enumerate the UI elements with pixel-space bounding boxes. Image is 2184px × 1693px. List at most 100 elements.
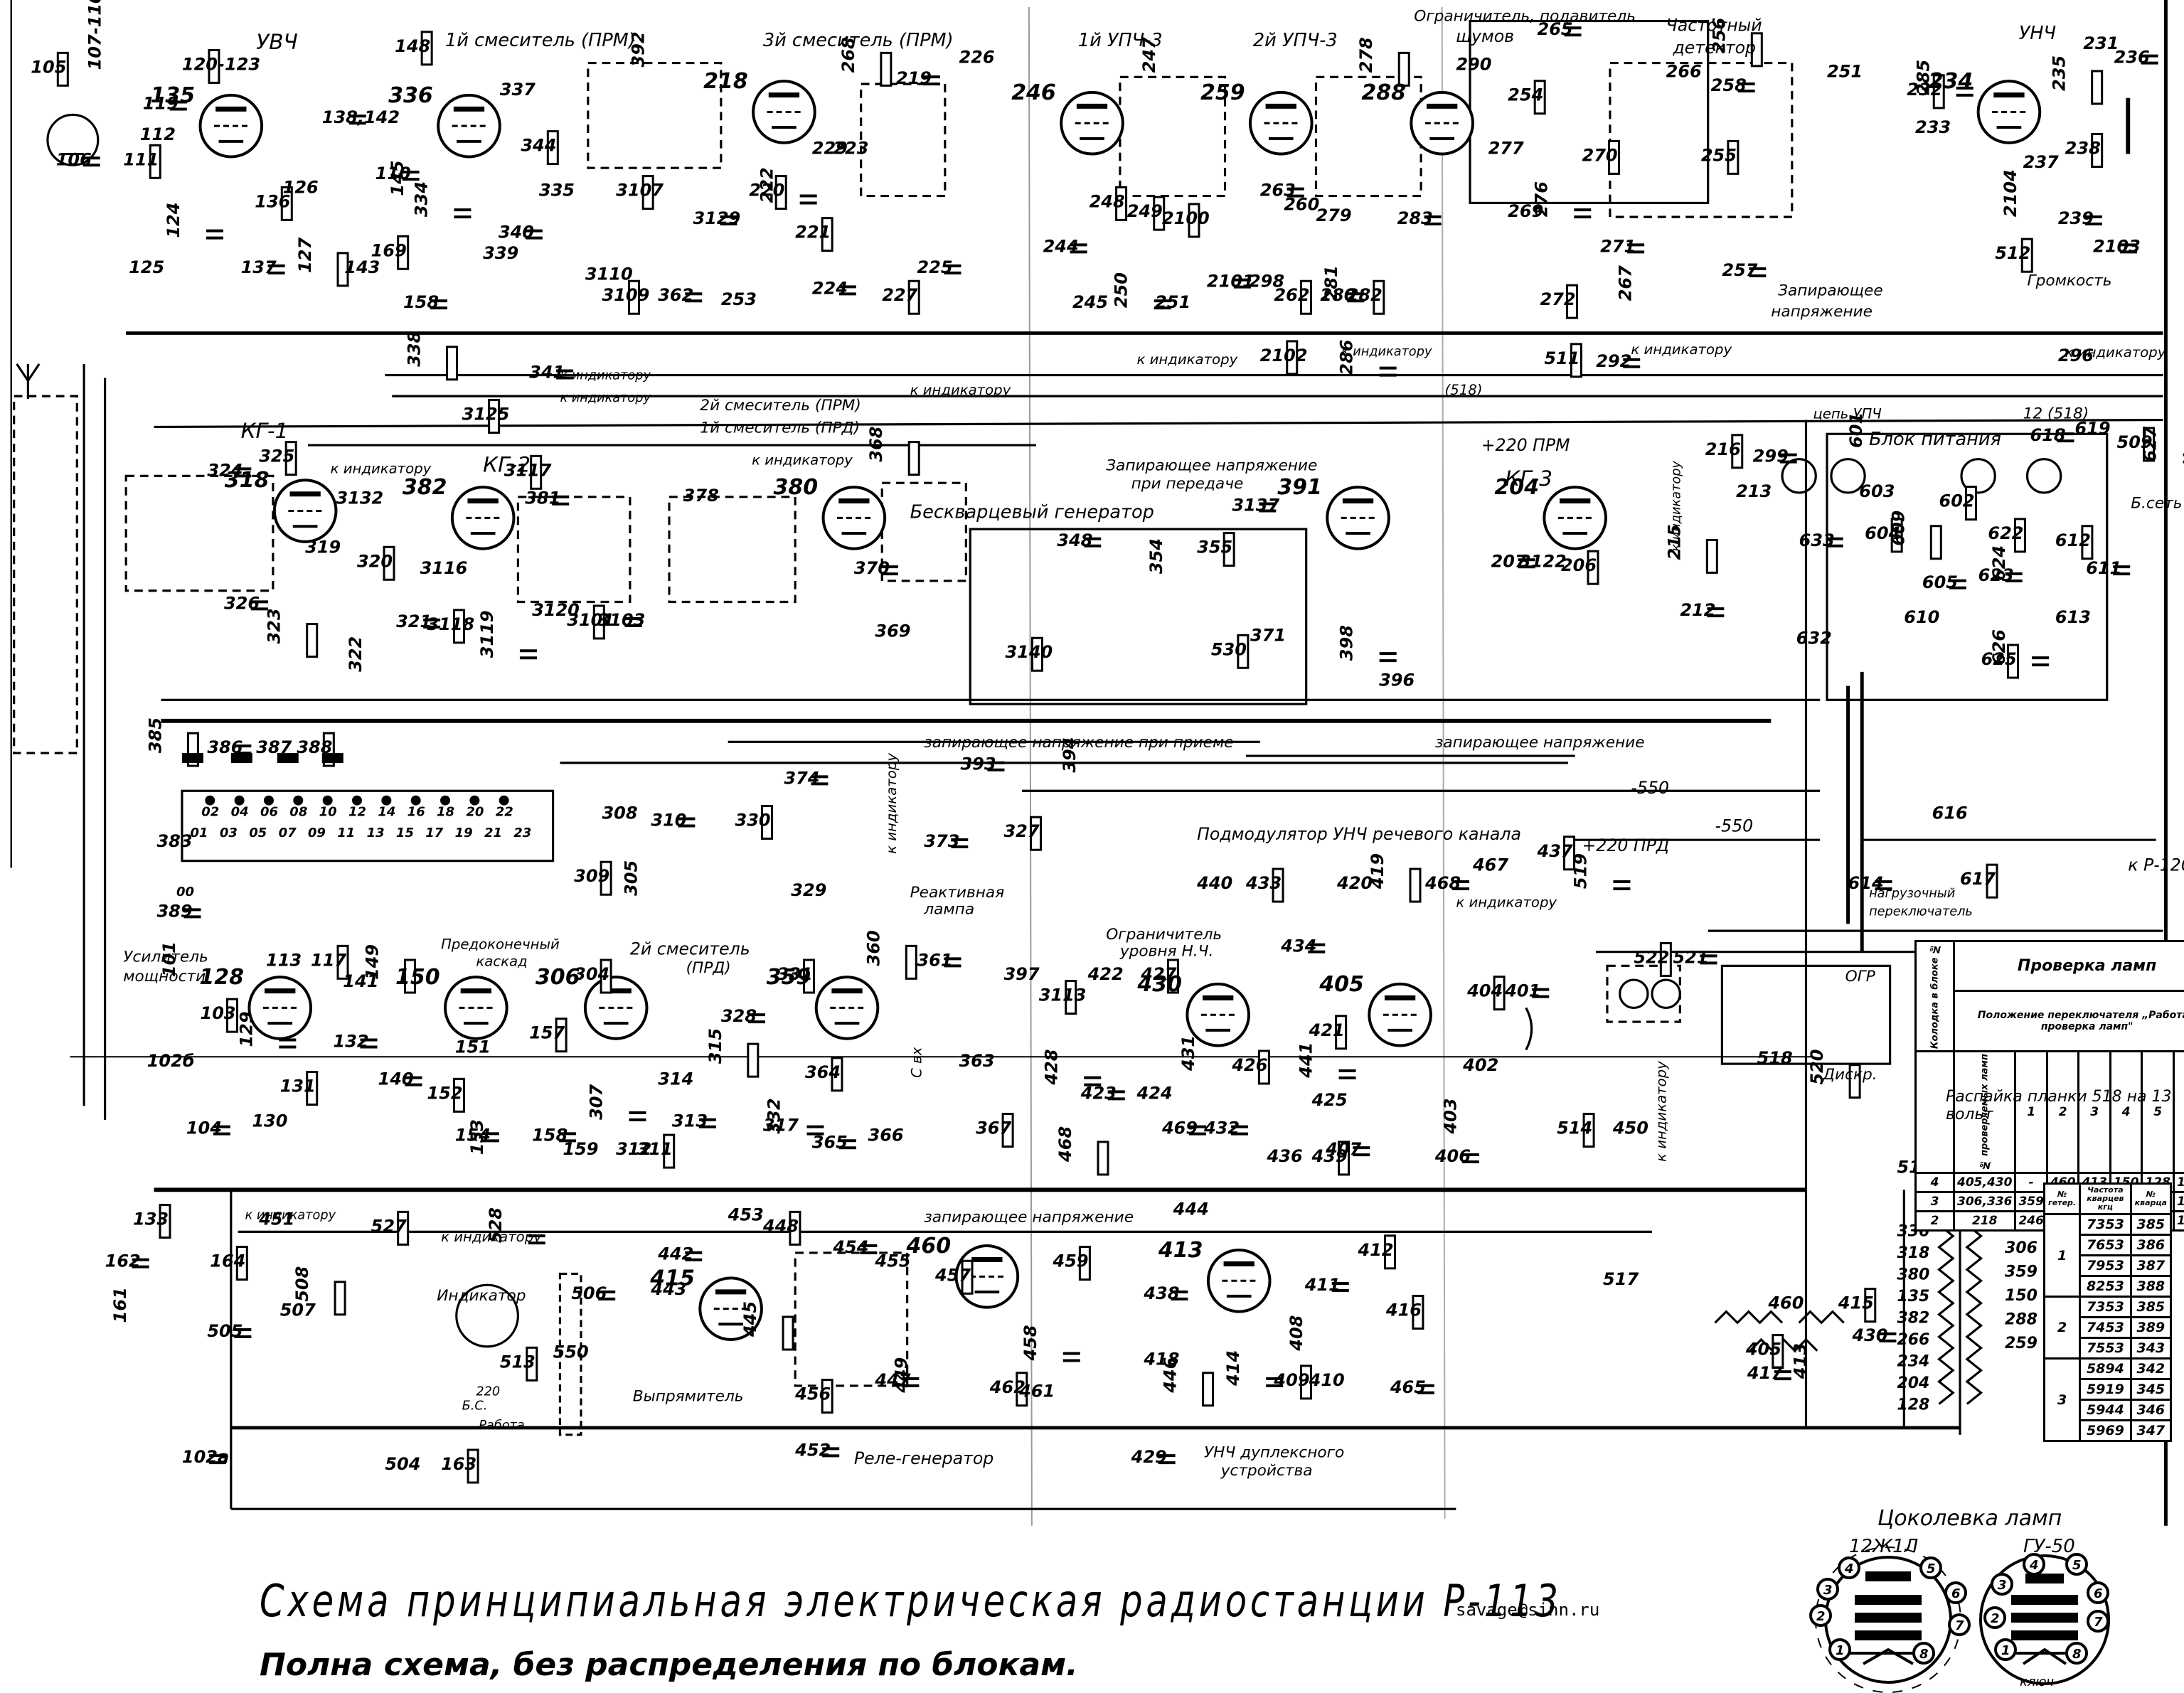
component-label: 622 xyxy=(1988,523,2023,543)
component-label: 465 xyxy=(1390,1377,1426,1397)
component-label: 106 xyxy=(56,149,92,169)
resistor-symbol xyxy=(1016,1372,1028,1407)
lamp-table-subtitle: Положение переключателя „Работа - провер… xyxy=(1952,989,2184,1053)
component-label: 326 xyxy=(224,593,260,613)
relay-contact-label: 128 xyxy=(1897,1396,1929,1414)
resistor-symbol xyxy=(831,1057,843,1092)
component-label: 401 xyxy=(1504,981,1540,1001)
component-label: 389 xyxy=(156,901,192,921)
component-label: 446 xyxy=(1161,1357,1181,1394)
vacuum-tube xyxy=(1206,1248,1272,1313)
block-label-um2: мощности xyxy=(123,968,206,986)
component-label: 102а xyxy=(182,1447,229,1467)
component-label: 298 xyxy=(1249,272,1284,292)
crystal-pin-label: 16 xyxy=(407,805,425,820)
pin-circle xyxy=(1838,1556,1860,1579)
block-label-nagr: нагрузочный xyxy=(1869,887,1955,901)
freq-table-header: № гетер. xyxy=(2042,1182,2082,1215)
relay-contact-label: 382 xyxy=(1897,1309,1929,1327)
component-label: 231 xyxy=(2083,33,2119,53)
indicator-meter xyxy=(455,1283,519,1348)
component-label: 260 xyxy=(1284,194,1319,214)
pin-number: 1 xyxy=(2001,1643,2010,1658)
component-label: 2103 xyxy=(2093,236,2141,256)
resistor-symbol xyxy=(1533,80,1546,115)
component-label: 327 xyxy=(1003,821,1039,841)
block-label-unchd2: устройства xyxy=(1220,1462,1313,1480)
crystal-socket xyxy=(205,795,215,806)
relay-contact-label: 359 xyxy=(2005,1263,2037,1281)
crystal-socket xyxy=(351,795,362,806)
resistor-symbol xyxy=(1890,518,1903,553)
component-label: 436 xyxy=(1267,1146,1303,1166)
block-label-mix2prd2: (ПРД) xyxy=(686,959,731,977)
component-label: 425 xyxy=(1311,1090,1348,1110)
lamp-number-cell: 306,336 xyxy=(1952,1190,2017,1212)
component-label: 101 xyxy=(159,941,179,977)
resistor-symbol xyxy=(1153,196,1166,231)
component-label: 445 xyxy=(740,1301,760,1337)
component-label: 323 xyxy=(265,608,284,643)
coil-box xyxy=(668,496,797,604)
vacuum-tube xyxy=(1248,90,1314,156)
component-label: 321 xyxy=(396,611,432,631)
component-label: 421 xyxy=(1309,1020,1345,1040)
component-label: 239 xyxy=(2058,208,2094,228)
component-label: 385 xyxy=(145,717,165,753)
relay-contact-label: 259 xyxy=(2005,1335,2037,1352)
resistor-symbol xyxy=(208,48,220,84)
resistor-symbol xyxy=(1097,1141,1109,1176)
component-label: 363 xyxy=(959,1051,994,1071)
tube-label: 288 xyxy=(1361,80,1406,105)
component-label: 145 xyxy=(388,160,407,196)
component-label: 223 xyxy=(833,139,868,159)
crystal-pin-label: 21 xyxy=(484,826,502,840)
resistor-symbol xyxy=(1932,74,1945,110)
component-label: 130 xyxy=(252,1111,287,1131)
resistor-symbol xyxy=(336,944,349,980)
resistor-symbol xyxy=(1848,1064,1861,1099)
component-label: 272 xyxy=(1540,289,1575,309)
component-label: 324 xyxy=(207,460,243,480)
block-label-ki15: к индикатору xyxy=(441,1229,542,1245)
kg1-box xyxy=(124,474,275,592)
component-label: 426 xyxy=(1231,1055,1267,1075)
component-label: 443 xyxy=(650,1279,686,1299)
crystal-pin-label: 06 xyxy=(260,805,278,820)
block-label-react: Реактивная xyxy=(910,884,1005,902)
resistor-symbol xyxy=(2091,133,2104,169)
component-label: 322 xyxy=(346,636,366,672)
component-label: 419 xyxy=(1368,853,1387,890)
component-label: 110 xyxy=(375,164,411,183)
block-number: 2 xyxy=(1914,1209,1955,1232)
blank-cell xyxy=(1914,1050,1955,1174)
diagram-title: Схема принципиальная электрическая радио… xyxy=(260,1575,1562,1627)
component-label: 157 xyxy=(529,1023,565,1043)
component-label: 285 xyxy=(1914,60,1934,95)
component-label: 617 xyxy=(1960,869,1996,889)
component-label: 612 xyxy=(2055,530,2091,550)
crystal-socket xyxy=(499,795,509,806)
component-label: 309 xyxy=(574,866,609,886)
component-label: 3122 xyxy=(1519,551,1567,571)
resistor-symbol xyxy=(1772,1334,1784,1369)
component-label: 253 xyxy=(721,289,757,309)
component-label: 206 xyxy=(1561,555,1597,575)
resistor-symbol xyxy=(1986,863,1998,899)
component-label: 414 xyxy=(1223,1350,1243,1387)
resistor-symbol xyxy=(306,623,319,658)
component-label: 251 xyxy=(1827,61,1863,81)
crystal-pin-label: 01 xyxy=(191,826,208,840)
block-label-zap2: запирающее напряжение xyxy=(924,1209,1134,1227)
resistor-symbol xyxy=(641,175,654,210)
resistor-symbol xyxy=(306,1071,319,1106)
component-label: 269 xyxy=(1508,201,1543,221)
component-label: 433 xyxy=(1245,873,1282,893)
pin-number: 5 xyxy=(1927,1561,1936,1576)
component-label: 233 xyxy=(1915,117,1951,137)
block-label-diskr: Дискр. xyxy=(1822,1066,1877,1084)
component-label: 152 xyxy=(427,1083,462,1103)
crystal-pin-label: 00 xyxy=(176,885,194,899)
component-label: 520 xyxy=(1807,1050,1827,1085)
